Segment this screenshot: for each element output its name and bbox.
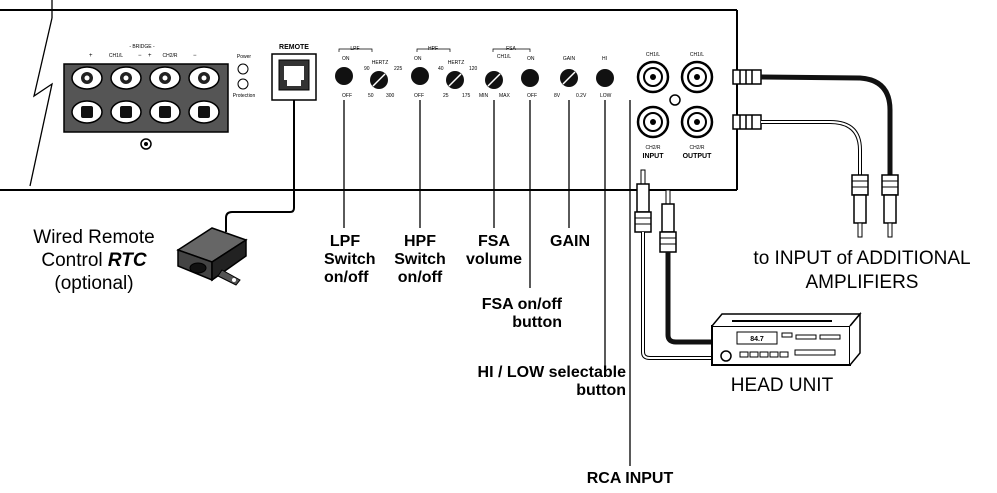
speaker-terminal-1-top [71, 66, 103, 90]
fsa-on-label: ON [527, 56, 535, 62]
rca-input-label: INPUT [643, 153, 665, 160]
rca-input-ch1l-label: CH1/L [646, 52, 660, 58]
remote-label-rtc: RTC [107, 250, 147, 271]
hi-label: HI [602, 56, 607, 62]
gain-max-label: 0.2V [576, 93, 587, 99]
lpf-on-label: ON [342, 56, 350, 62]
speaker-terminal-3-bottom [149, 100, 181, 124]
remote-label-line1: Wired Remote [33, 227, 155, 248]
callout-lines [343, 100, 631, 466]
wired-remote-rtc [176, 100, 295, 286]
head-unit-label: HEAD UNIT [730, 375, 834, 396]
additional-amps-line2: AMPLIFIERS [805, 272, 919, 293]
remote-jack: REMOTE [271, 44, 317, 101]
input-plug-1 [634, 169, 652, 233]
rca-input-ch2r-label: CH2/R [645, 145, 660, 151]
input-plug-2 [659, 189, 677, 253]
lpf-scale-max: 300 [386, 93, 395, 99]
hpf-on-label: ON [414, 56, 422, 62]
fsa-off-label: OFF [527, 93, 537, 99]
rca-output-label: OUTPUT [683, 153, 713, 160]
gain-min-label: 8V [554, 93, 561, 99]
hpf-scale-min: 25 [443, 93, 449, 99]
bridge-minus-right: − [193, 53, 197, 59]
fsa-min-label: MIN [479, 93, 489, 99]
lpf-scale-top: 225 [394, 66, 403, 72]
rtc-knob [189, 262, 207, 274]
hpf-scale-mid: 40 [438, 66, 444, 72]
hilow-switch-button [596, 69, 614, 87]
power-led [237, 63, 249, 75]
power-label: Power [237, 54, 252, 60]
input-rca-cables [634, 169, 712, 360]
hpf-hertz-label: HERTZ [448, 60, 465, 66]
lpf-controls: LPF ON OFF HERTZ 90 225 50 300 [335, 46, 403, 99]
fsa-sub-label: CH1/L [497, 54, 511, 60]
bridge-minus-left: − [138, 53, 142, 59]
protection-label: Protection [233, 93, 256, 99]
gain-title: GAIN [563, 56, 576, 62]
hpf-off-label: OFF [414, 93, 424, 99]
head-unit-frequency: 84.7 [750, 336, 764, 343]
hilow-button-label: HI / LOW selectable button [477, 364, 626, 399]
low-label: LOW [600, 93, 612, 99]
fsa-controls: FSA CH1/L ON MIN MAX OFF [479, 46, 539, 99]
additional-amp-plug-2 [881, 174, 899, 238]
speaker-terminal-3-top [149, 66, 181, 90]
hpf-scale-top: 120 [469, 66, 478, 72]
protection-led [237, 78, 249, 90]
rca-jacks: CH1/L CH1/L CH2/R INPUT CH2/R OUTPUT [636, 52, 714, 160]
lpf-scale-mid: 90 [364, 66, 370, 72]
terminal-ch2r-label: CH2/R [162, 53, 177, 59]
speaker-terminal-2-top [110, 66, 142, 90]
fsa-switch-button [521, 69, 539, 87]
hpf-switch-label: HPF Switch on/off [394, 233, 446, 286]
remote-label-control: Control [41, 250, 108, 271]
bridge-plus-right: + [148, 53, 152, 59]
lpf-switch-button [335, 67, 353, 85]
speaker-terminal-4-bottom [188, 100, 220, 124]
additional-amp-plug-1 [851, 174, 869, 238]
lpf-switch-label: LPF Switch on/off [324, 233, 376, 286]
speaker-terminal-block: - BRIDGE - + CH1/L − + CH2/R − [63, 44, 229, 150]
hpf-controls: HPF ON OFF HERTZ 40 120 25 175 [411, 46, 478, 99]
output-rca-cables [732, 69, 899, 238]
head-unit-display [736, 331, 778, 345]
speaker-terminals [71, 66, 220, 124]
gain-controls: GAIN 8V 0.2V [554, 56, 587, 99]
lpf-hertz-label: HERTZ [372, 60, 389, 66]
lpf-scale-min: 50 [368, 93, 374, 99]
speaker-terminal-2-bottom [110, 100, 142, 124]
remote-label-line2: Control RTC [20, 250, 168, 271]
fsa-volume-label: FSA volume [465, 233, 522, 268]
status-leds: Power Protection [233, 54, 256, 99]
hpf-scale-max: 175 [462, 93, 471, 99]
gain-label: GAIN [550, 233, 590, 250]
head-unit: 84.7 [711, 311, 862, 366]
additional-amps-line1: to INPUT of ADDITIONAL [753, 248, 971, 269]
amplifier-panel [0, 0, 738, 191]
speaker-terminal-4-top [188, 66, 220, 90]
rca-output-ch2r-label: CH2/R [689, 145, 704, 151]
rca-output-ch1l-label: CH1/L [690, 52, 704, 58]
bridge-label: - BRIDGE - [129, 44, 155, 50]
terminal-ch1l-label: CH1/L [109, 53, 123, 59]
lpf-off-label: OFF [342, 93, 352, 99]
fsa-button-label: FSA on/off button [481, 296, 562, 331]
hpf-switch-button [411, 67, 429, 85]
remote-label-line3: (optional) [54, 273, 134, 294]
rca-input-label-text: RCA INPUT [586, 470, 674, 487]
speaker-terminal-1-bottom [71, 100, 103, 124]
fsa-max-label: MAX [499, 93, 511, 99]
hilow-controls: HI LOW [596, 56, 614, 99]
head-unit-volume-knob [720, 350, 732, 362]
remote-label: REMOTE [279, 44, 309, 51]
bridge-plus-left: + [89, 53, 93, 59]
rca-ground-screw [669, 94, 681, 106]
